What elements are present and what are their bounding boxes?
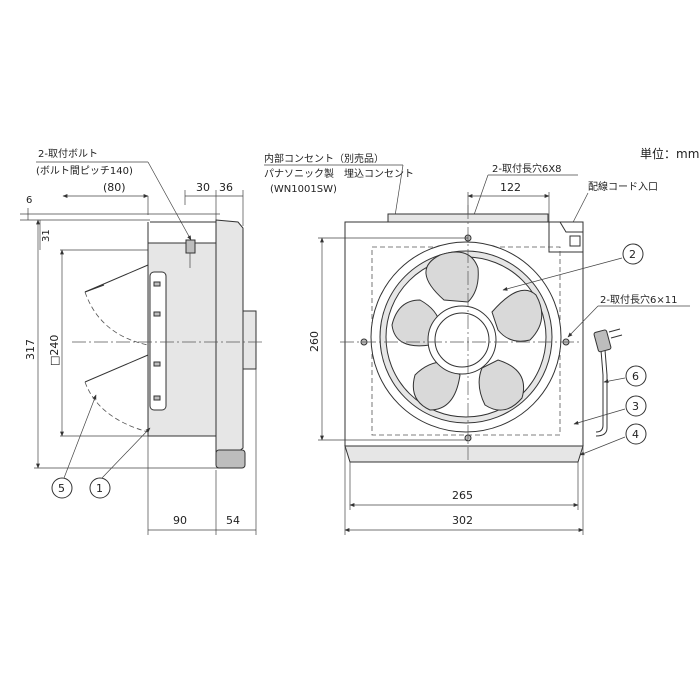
- slot-side: 2-取付長穴6×11: [600, 293, 677, 306]
- dim-6: 6: [26, 195, 32, 206]
- outlet-box: [242, 310, 257, 370]
- leader-6: [603, 377, 626, 384]
- plug-prong: [610, 334, 623, 339]
- shutter-swing: [84, 381, 149, 433]
- leader-3: [573, 408, 626, 425]
- dim-90: 90: [173, 514, 187, 527]
- front-panel: [215, 219, 244, 453]
- dim-317: 317: [24, 339, 37, 360]
- part-5: 5: [58, 482, 65, 495]
- outlet-note-2: パナソニック製 埋込コンセント: [264, 167, 414, 180]
- leader-2: [502, 257, 623, 291]
- dim-302: 302: [452, 514, 473, 527]
- shutter: [84, 354, 149, 383]
- part-1-bubble: [89, 477, 111, 499]
- fan-blade: [478, 359, 524, 411]
- shutter-swing: [84, 291, 149, 346]
- part-2-bubble: [622, 243, 644, 265]
- part-4: 4: [632, 428, 639, 441]
- part-1: 1: [96, 482, 103, 495]
- cord-entry: 配線コード入口: [588, 180, 658, 193]
- fan-blade: [491, 289, 543, 342]
- fan-blade: [412, 361, 461, 411]
- outlet-note-1: 内部コンセント（別売品）: [264, 152, 384, 165]
- dim-36: 36: [219, 181, 233, 194]
- dim-265: 265: [452, 489, 473, 502]
- dim-80: (80): [103, 181, 126, 194]
- plug-prong: [608, 328, 621, 333]
- slot: [153, 395, 161, 401]
- units-label: 単位：mm: [640, 146, 699, 161]
- drip-tray: [344, 445, 584, 463]
- part-5-bubble: [51, 477, 73, 499]
- leader-slot-side: [567, 305, 599, 338]
- part-6: 6: [632, 370, 639, 383]
- slot-upper: 2-取付長穴6X8: [492, 162, 562, 175]
- panel-bottom: [215, 449, 246, 469]
- fan-blade: [425, 251, 479, 303]
- leader-1: [101, 427, 151, 479]
- front-view: 内部コンセント（別売品） パナソニック製 埋込コンセント (WN1001SW) …: [264, 152, 690, 535]
- part-3-bubble: [625, 395, 647, 417]
- shutter: [84, 284, 105, 293]
- part-2: 2: [629, 248, 636, 261]
- part-3: 3: [632, 400, 639, 413]
- louver-plate: [149, 271, 167, 411]
- power-plug: [593, 329, 612, 353]
- slot: [153, 281, 161, 287]
- leader-5: [63, 394, 97, 479]
- side-view: (80) 30 36 2-取付ボルト (ボルト間ピッチ140) 6 31 317…: [20, 147, 262, 535]
- dim-260: 260: [308, 331, 321, 352]
- shutter: [84, 264, 149, 293]
- part-4-bubble: [625, 423, 647, 445]
- slot: [153, 311, 161, 317]
- dim-122: 122: [500, 181, 521, 194]
- outlet-note-3: (WN1001SW): [270, 184, 337, 195]
- leader-4: [579, 436, 626, 456]
- leader-bolt: [147, 161, 192, 241]
- dim-31: 31: [41, 229, 52, 242]
- hub-inner: [434, 312, 490, 368]
- power-cord: [595, 349, 604, 433]
- callout-bolt: 2-取付ボルト: [38, 147, 98, 160]
- callout-bolt-pitch: (ボルト間ピッチ140): [36, 165, 133, 177]
- bolt: [185, 239, 196, 254]
- part-6-bubble: [625, 365, 647, 387]
- power-cord: [595, 349, 608, 437]
- dim-30: 30: [196, 181, 210, 194]
- dim-54: 54: [226, 514, 240, 527]
- cord-entry-box: [569, 235, 581, 247]
- slot: [153, 361, 161, 367]
- dim-240: □240: [48, 335, 61, 366]
